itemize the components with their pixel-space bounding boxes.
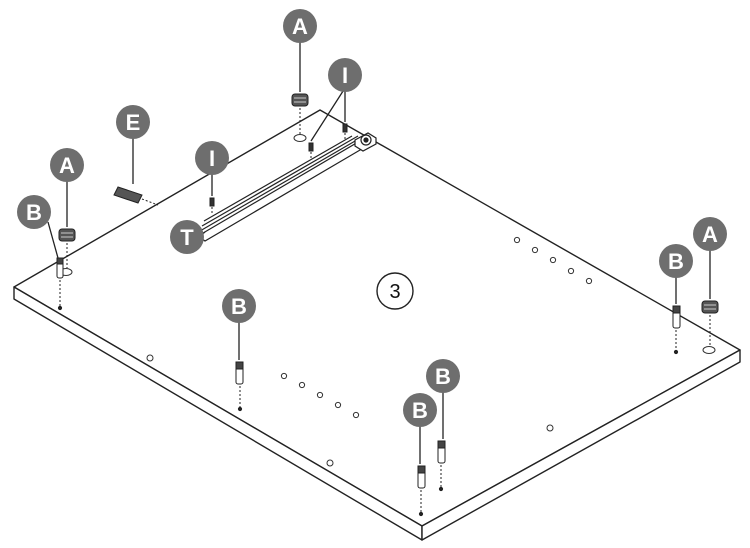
panel-top-face	[13, 109, 741, 527]
callout-letter: B	[26, 200, 42, 225]
callout-letter: I	[209, 146, 215, 171]
cam-hole	[702, 346, 716, 354]
cam-lock	[58, 228, 76, 268]
screw	[342, 123, 348, 139]
hole	[326, 459, 334, 467]
callout-T: T	[170, 220, 204, 254]
cam-bolt	[56, 257, 64, 311]
cam-locks	[58, 93, 719, 346]
cam-lock	[291, 93, 309, 134]
hole	[280, 372, 288, 380]
screw	[308, 142, 314, 158]
callout-letter: B	[435, 364, 451, 389]
hole	[316, 391, 324, 399]
cam-bolts	[56, 257, 681, 517]
callouts: A A A B B B B B	[17, 9, 727, 427]
cam-bolt	[417, 465, 426, 517]
hole	[549, 256, 557, 264]
cam-bolt	[437, 440, 446, 492]
callout-B-right: B	[659, 244, 693, 278]
callout-letter: B	[668, 249, 684, 274]
cam-lock	[701, 300, 719, 346]
callout-letter: A	[292, 14, 308, 39]
hole	[146, 354, 154, 362]
rail-wheel-hub	[363, 137, 369, 143]
callout-letter: A	[702, 222, 718, 247]
hole	[298, 381, 306, 389]
callout-I-top: I	[328, 58, 362, 92]
step-number: 3	[389, 281, 400, 303]
callout-A-top: A	[283, 9, 317, 43]
callout-letter: T	[180, 225, 194, 250]
callout-letter: E	[126, 110, 141, 135]
callout-letter: B	[412, 398, 428, 423]
hole	[585, 277, 593, 285]
callout-letter: B	[231, 294, 247, 319]
rail-line	[203, 135, 353, 222]
screw	[209, 197, 215, 214]
panel-holes	[59, 134, 716, 467]
callout-B-bottom-2: B	[426, 359, 460, 393]
hole	[531, 246, 539, 254]
hole	[567, 267, 575, 275]
hole	[334, 401, 342, 409]
panel	[13, 109, 741, 541]
hole	[352, 411, 360, 419]
screws	[209, 123, 348, 214]
callout-B-center: B	[222, 289, 256, 323]
callout-letter: I	[342, 63, 348, 88]
callout-A-right: A	[693, 217, 727, 251]
hole	[546, 424, 554, 432]
rail-line	[201, 135, 359, 227]
rail-line	[199, 136, 363, 232]
callout-A-left: A	[50, 148, 84, 182]
panel-right-edge	[421, 349, 741, 541]
callout-B-left: B	[17, 195, 51, 229]
cam-hole	[293, 134, 307, 142]
wooden-dowel	[113, 186, 159, 206]
hole	[513, 236, 521, 244]
callout-E: E	[116, 105, 150, 139]
cam-bolt	[672, 305, 681, 355]
step-number-badge: 3	[376, 272, 414, 310]
cam-bolt	[235, 361, 244, 412]
callout-I-left: I	[195, 141, 229, 175]
callout-letter: A	[59, 153, 75, 178]
callout-B-bottom-1: B	[403, 393, 437, 427]
